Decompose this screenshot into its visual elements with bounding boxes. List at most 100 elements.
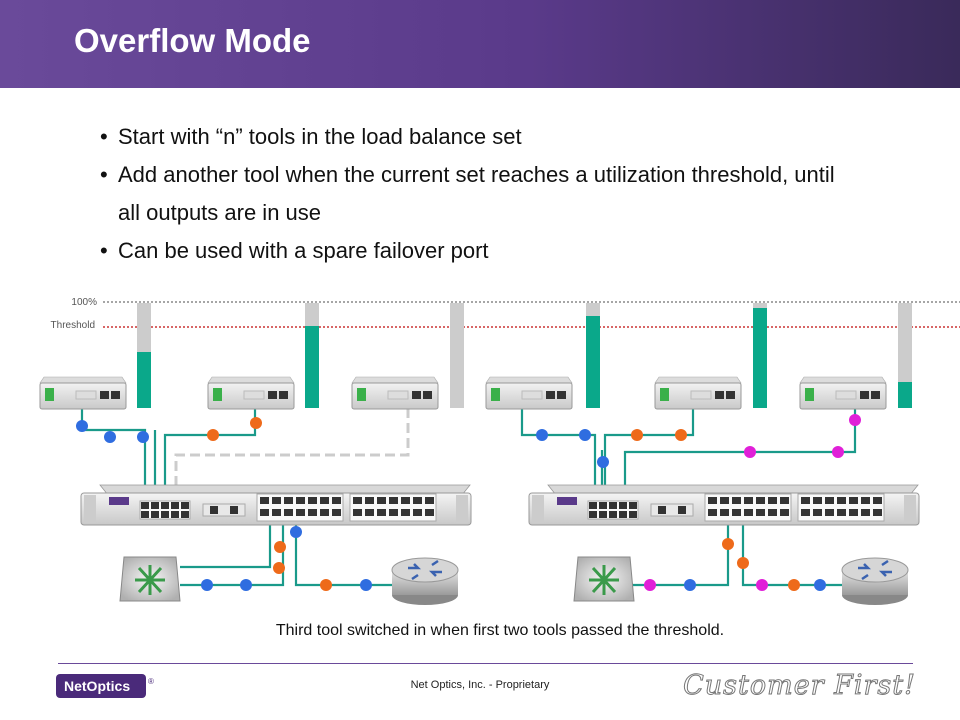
port — [768, 497, 777, 504]
port — [837, 509, 846, 516]
tool-appliance — [654, 376, 742, 410]
packet-dot-blue — [104, 431, 116, 443]
port — [377, 497, 386, 504]
packet-dot-blue — [76, 420, 88, 432]
router-left — [391, 557, 459, 605]
port — [413, 497, 422, 504]
packet-dot-magenta — [756, 579, 768, 591]
port — [171, 511, 179, 518]
port — [861, 509, 870, 516]
packet-dot-blue — [201, 579, 213, 591]
packet-dot-orange — [737, 557, 749, 569]
packet-dot-orange — [250, 417, 262, 429]
packet-dot-magenta — [644, 579, 656, 591]
port — [320, 509, 329, 516]
port — [272, 509, 281, 516]
svg-text:NetOptics: NetOptics — [64, 678, 130, 694]
port — [284, 509, 293, 516]
overflow-diagram: 100% Threshold — [39, 297, 960, 605]
port — [629, 502, 637, 509]
packet-dot-blue — [536, 429, 548, 441]
port — [708, 509, 717, 516]
port — [332, 509, 341, 516]
port — [161, 502, 169, 509]
bullet-list: Start with “n” tools in the load balance… — [100, 118, 860, 270]
port — [161, 511, 169, 518]
port — [181, 502, 189, 509]
port — [141, 502, 149, 509]
port — [720, 509, 729, 516]
port — [825, 497, 834, 504]
port — [353, 509, 362, 516]
tool-appliance — [207, 376, 295, 410]
port — [377, 509, 386, 516]
port — [873, 497, 882, 504]
port — [599, 511, 607, 518]
port — [837, 497, 846, 504]
chassis-ports — [141, 497, 882, 518]
packet-dot-orange — [273, 562, 285, 574]
port — [849, 509, 858, 516]
packet-dot-blue — [597, 456, 609, 468]
footer-tagline: Customer First! — [683, 670, 916, 702]
port — [744, 497, 753, 504]
port — [780, 509, 789, 516]
port — [861, 497, 870, 504]
port — [589, 511, 597, 518]
packet-dots — [76, 414, 861, 591]
port — [756, 497, 765, 504]
packet-dot-orange — [675, 429, 687, 441]
port — [732, 509, 741, 516]
port — [720, 497, 729, 504]
svg-text:®: ® — [148, 677, 154, 686]
diagram-caption: Third tool switched in when first two to… — [275, 622, 725, 639]
port — [609, 511, 617, 518]
tool-appliance — [799, 376, 887, 410]
port — [768, 509, 777, 516]
port — [284, 497, 293, 504]
packet-dot-magenta — [744, 446, 756, 458]
port — [801, 509, 810, 516]
port — [744, 509, 753, 516]
port — [873, 509, 882, 516]
footer-company: Net Optics, Inc. - Proprietary — [410, 679, 550, 691]
port — [320, 497, 329, 504]
network-switch-right — [573, 556, 635, 602]
utilization-bars — [137, 303, 912, 408]
port — [308, 497, 317, 504]
port — [619, 511, 627, 518]
packet-dot-blue — [290, 526, 302, 538]
port — [308, 509, 317, 516]
port — [589, 502, 597, 509]
port — [825, 509, 834, 516]
bullet-item: Can be used with a spare failover port — [100, 232, 860, 270]
port — [389, 497, 398, 504]
port — [732, 497, 741, 504]
port — [708, 497, 717, 504]
port — [296, 509, 305, 516]
bar-fill — [137, 352, 151, 408]
port — [609, 502, 617, 509]
packet-dot-blue — [137, 431, 149, 443]
port — [599, 502, 607, 509]
port — [260, 509, 269, 516]
port — [181, 511, 189, 518]
port — [171, 502, 179, 509]
port — [141, 511, 149, 518]
packet-dot-orange — [207, 429, 219, 441]
port — [401, 497, 410, 504]
packet-dot-blue — [240, 579, 252, 591]
packet-dot-orange — [722, 538, 734, 550]
port — [332, 497, 341, 504]
port — [629, 511, 637, 518]
left-tap-chassis — [80, 484, 472, 526]
bar-fill — [898, 382, 912, 408]
packet-dot-magenta — [832, 446, 844, 458]
router-right — [841, 557, 909, 605]
port — [780, 497, 789, 504]
port — [849, 497, 858, 504]
tool-appliance — [39, 376, 127, 410]
full-scale-label: 100% — [71, 297, 97, 308]
title-bar — [0, 0, 960, 88]
bar-track — [898, 303, 912, 408]
